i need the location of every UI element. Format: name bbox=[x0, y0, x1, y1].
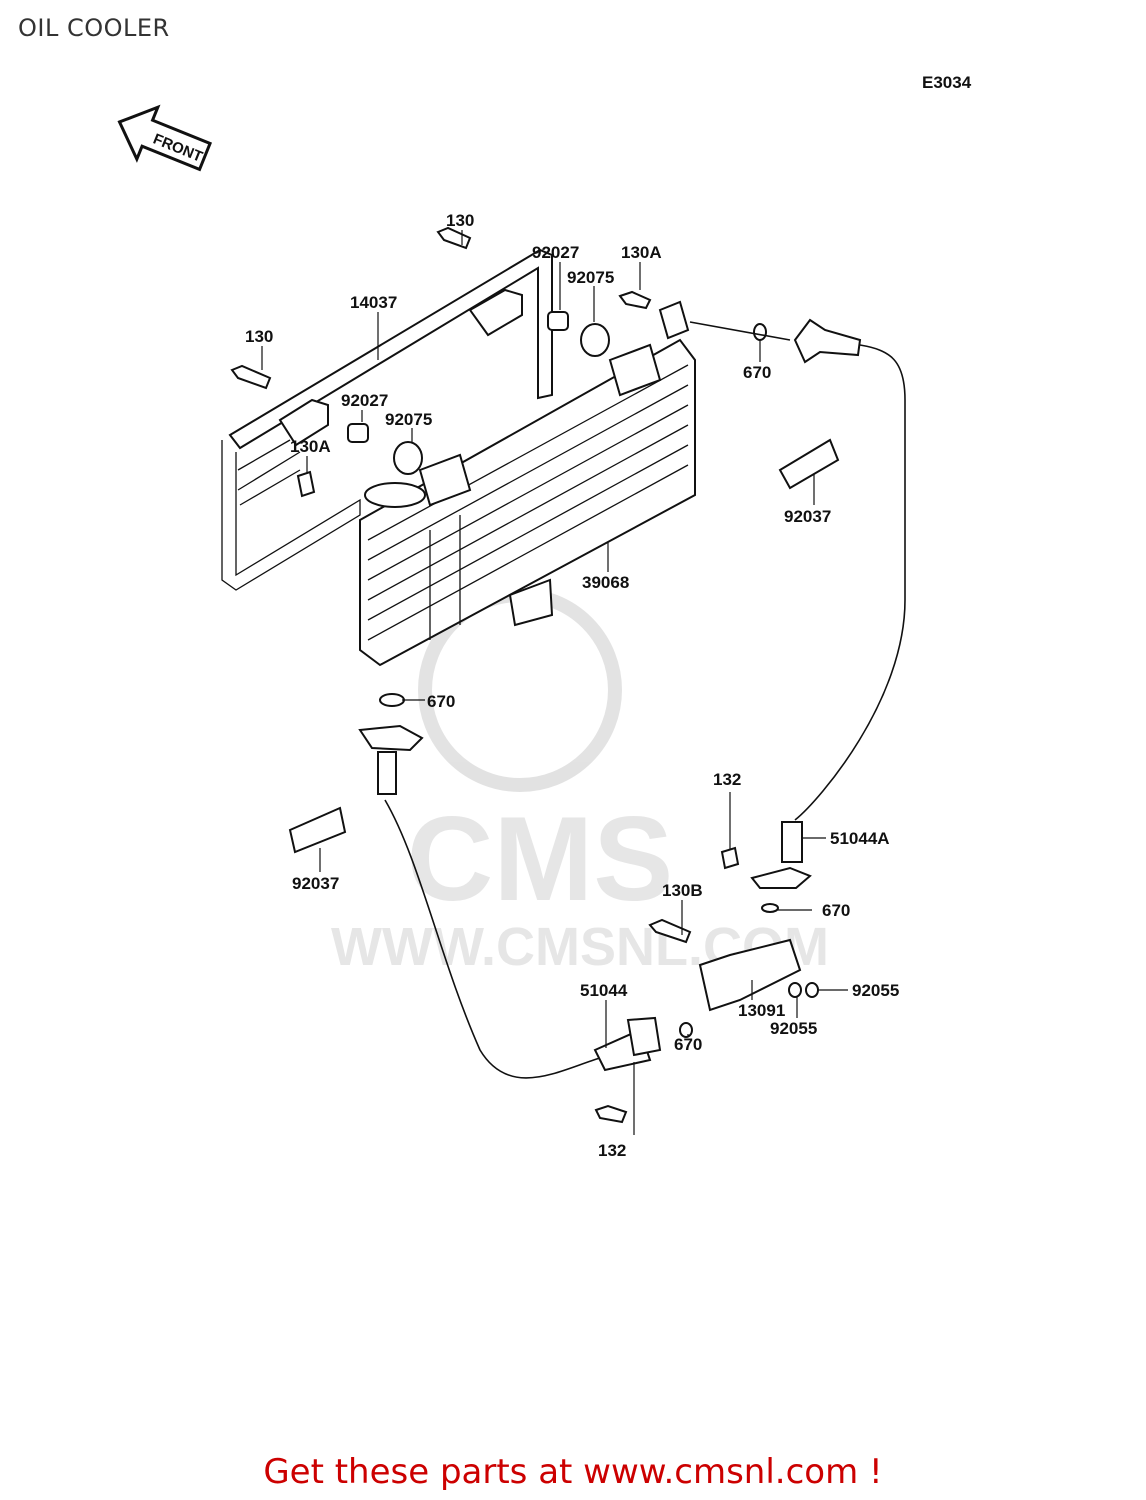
part-label-130A: 130A bbox=[621, 243, 662, 262]
part-label-130A: 130A bbox=[290, 437, 331, 456]
lower-hose-line bbox=[384, 799, 601, 1079]
part-label-51044: 51044 bbox=[580, 981, 628, 1000]
right-fitting-51044A bbox=[720, 821, 812, 913]
footer-link[interactable]: Get these parts at www.cmsnl.com ! bbox=[263, 1452, 883, 1492]
part-label-130: 130 bbox=[245, 327, 273, 346]
watermark: CMS WWW.CMSNL.COM bbox=[331, 588, 829, 977]
front-arrow-icon: FRONT bbox=[117, 104, 213, 172]
part-label-132: 132 bbox=[598, 1141, 626, 1160]
part-label-92037: 92037 bbox=[292, 874, 339, 893]
part-labels: 130 14037 130 92027 92075 130A 670 92027… bbox=[245, 211, 899, 1160]
page-title: OIL COOLER bbox=[18, 14, 170, 42]
part-label-130: 130 bbox=[446, 211, 474, 230]
part-label-13091: 13091 bbox=[738, 1001, 785, 1020]
part-label-92037: 92037 bbox=[784, 507, 831, 526]
lower-left-fitting bbox=[358, 693, 424, 795]
part-label-670: 670 bbox=[674, 1035, 702, 1054]
upper-hose-line bbox=[689, 321, 906, 821]
hose-clamp-left bbox=[288, 806, 347, 854]
oil-cooler-core bbox=[359, 338, 696, 667]
bypass-fitting-13091 bbox=[648, 918, 819, 1038]
collars-grommets bbox=[347, 311, 610, 475]
part-label-92075: 92075 bbox=[567, 268, 614, 287]
part-label-92055: 92055 bbox=[852, 981, 899, 1000]
part-label-670: 670 bbox=[822, 901, 850, 920]
part-label-92075: 92075 bbox=[385, 410, 432, 429]
part-label-132: 132 bbox=[713, 770, 741, 789]
part-label-14037: 14037 bbox=[350, 293, 397, 312]
leader-lines bbox=[261, 230, 848, 1135]
upper-hose-fitting bbox=[753, 318, 862, 364]
diagram-code: E3034 bbox=[922, 73, 972, 92]
part-label-670: 670 bbox=[743, 363, 771, 382]
part-label-670: 670 bbox=[427, 692, 455, 711]
part-label-92027: 92027 bbox=[532, 243, 579, 262]
bracket-frame bbox=[221, 248, 553, 591]
part-label-92055: 92055 bbox=[770, 1019, 817, 1038]
lower-fitting-51044 bbox=[593, 1016, 662, 1124]
part-label-39068: 39068 bbox=[582, 573, 629, 592]
part-label-92027: 92027 bbox=[341, 391, 388, 410]
part-label-130B: 130B bbox=[662, 881, 703, 900]
part-label-51044A: 51044A bbox=[830, 829, 890, 848]
hose-clamp-right bbox=[778, 438, 840, 490]
watermark-brand: CMS bbox=[407, 792, 674, 926]
